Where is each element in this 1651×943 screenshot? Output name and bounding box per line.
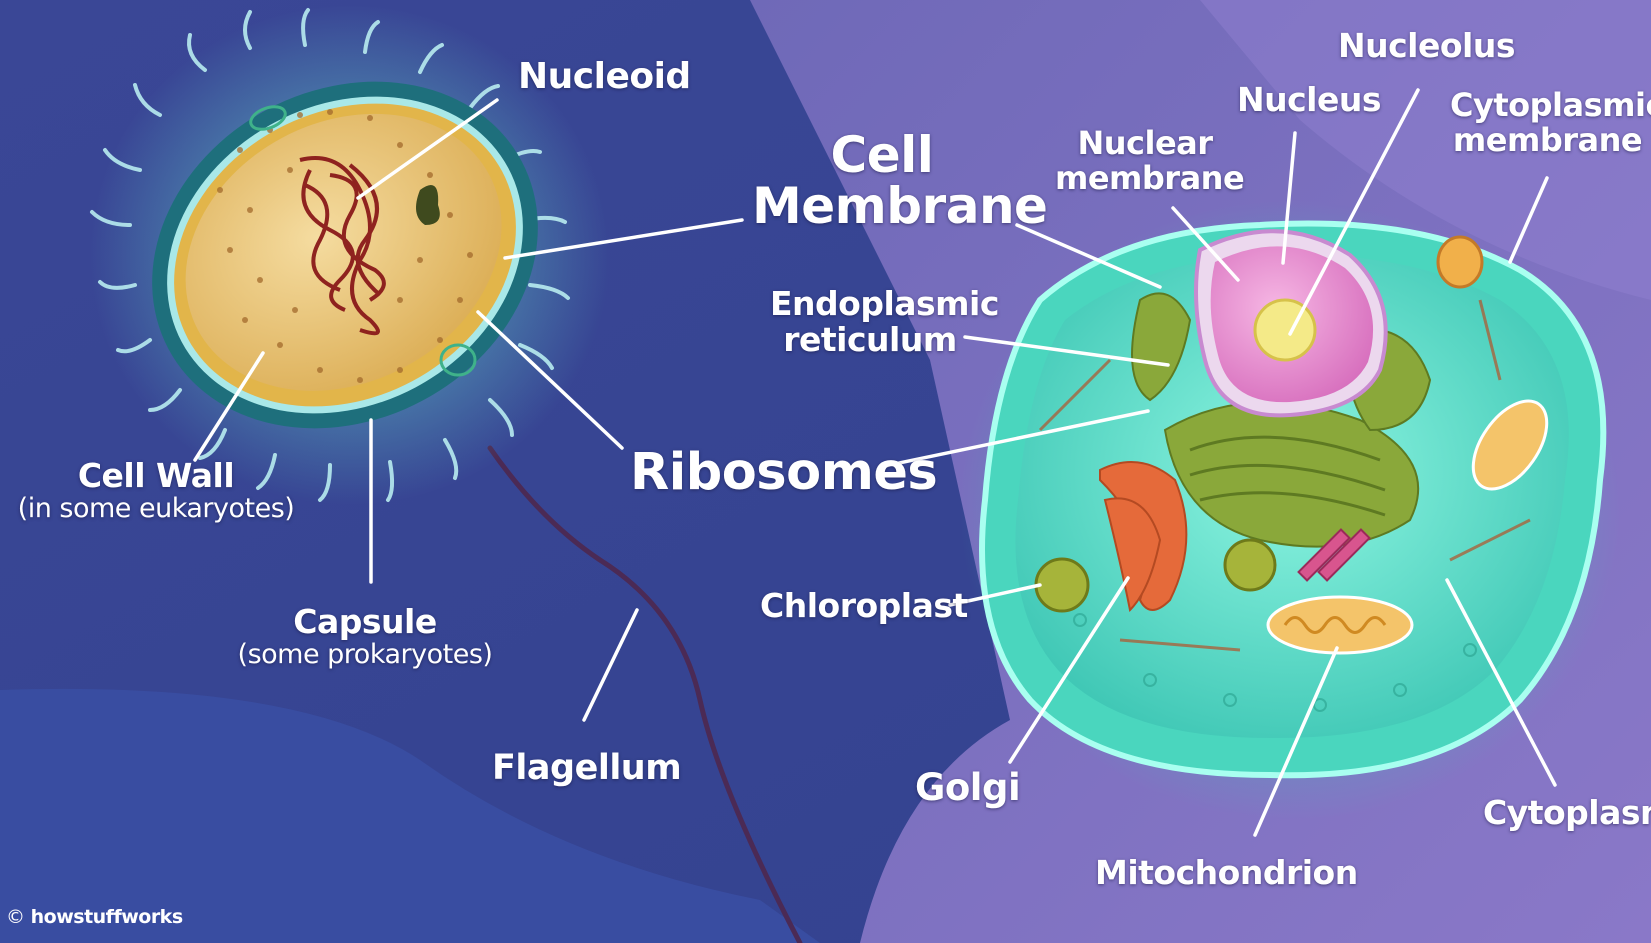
label-cytoplasmic-membrane-line1: Cytoplasmic (1450, 88, 1645, 123)
label-nucleolus: Nucleolus (1338, 28, 1515, 64)
label-nucleoid: Nucleoid (518, 58, 691, 97)
label-cell-wall-note: (in some eukaryotes) (6, 494, 306, 523)
label-cell-membrane-line2: Membrane (752, 181, 1012, 232)
label-cell-wall: Cell Wall (in some eukaryotes) (6, 458, 306, 523)
credit-howstuffworks: © howstuffworks (6, 906, 183, 928)
label-cell-wall-title: Cell Wall (6, 458, 306, 494)
label-cytoplasm: Cytoplasm (1483, 795, 1651, 831)
label-nuclear-membrane-line2: membrane (1055, 161, 1235, 196)
label-nuclear-membrane-line1: Nuclear (1055, 126, 1235, 161)
label-capsule-title: Capsule (220, 604, 510, 640)
label-golgi: Golgi (915, 768, 1020, 808)
label-cytoplasmic-membrane-line2: membrane (1450, 123, 1645, 158)
label-ribosomes: Ribosomes (630, 445, 937, 500)
label-endoplasmic-reticulum: Endoplasmic reticulum (770, 286, 970, 357)
label-mitochondrion: Mitochondrion (1095, 855, 1358, 891)
copyright-symbol: © (6, 906, 25, 928)
label-capsule-note: (some prokaryotes) (220, 640, 510, 669)
label-cell-membrane: Cell Membrane (752, 130, 1012, 232)
label-endoplasmic-reticulum-line1: Endoplasmic (770, 286, 970, 322)
label-nucleus: Nucleus (1237, 82, 1381, 118)
label-nuclear-membrane: Nuclear membrane (1055, 126, 1235, 195)
label-cell-membrane-line1: Cell (752, 130, 1012, 181)
credit-brand: howstuffworks (31, 906, 183, 928)
label-capsule: Capsule (some prokaryotes) (220, 604, 510, 669)
label-flagellum: Flagellum (492, 750, 681, 788)
label-cytoplasmic-membrane: Cytoplasmic membrane (1450, 88, 1645, 157)
label-chloroplast: Chloroplast (760, 588, 968, 624)
label-endoplasmic-reticulum-line2: reticulum (770, 322, 970, 358)
